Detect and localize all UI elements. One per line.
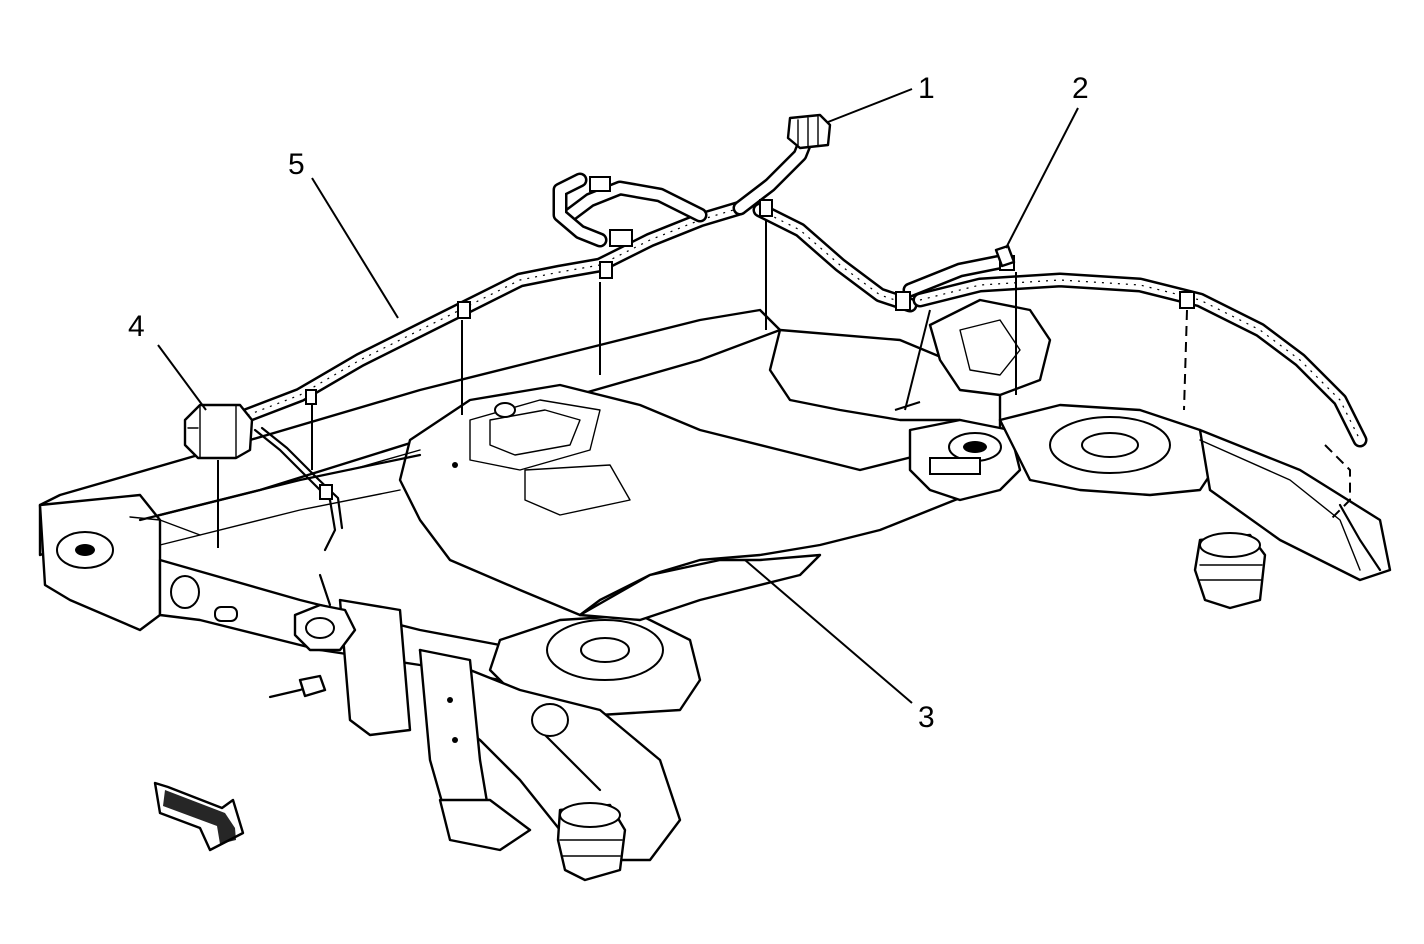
body-mount-bushing-right	[1193, 532, 1267, 610]
leader-1	[827, 88, 913, 123]
control-module	[183, 403, 254, 460]
leader-5	[311, 177, 399, 319]
mounting-guide-lines	[217, 220, 1351, 548]
wiring-harness	[232, 122, 1382, 572]
ground-connector	[994, 244, 1016, 268]
callout-label-5: 5	[288, 148, 305, 181]
callout-leaders	[157, 88, 1079, 704]
brake-line-right	[1199, 439, 1361, 571]
callout-label-4: 4	[128, 310, 145, 343]
leader-4	[157, 344, 207, 411]
callout-label-3: 3	[918, 701, 935, 734]
callout-label-1: 1	[918, 72, 935, 105]
leader-3	[744, 559, 913, 704]
harness-connector	[786, 113, 832, 150]
callout-labels: 1 2 3 4 5	[128, 72, 1089, 734]
front-direction-arrow-icon	[153, 781, 245, 852]
rear-frame-crossmember	[38, 298, 1392, 862]
callout-label-2: 2	[1072, 72, 1089, 105]
leader-2	[1005, 107, 1079, 249]
body-mount-bushing-front	[556, 802, 627, 882]
